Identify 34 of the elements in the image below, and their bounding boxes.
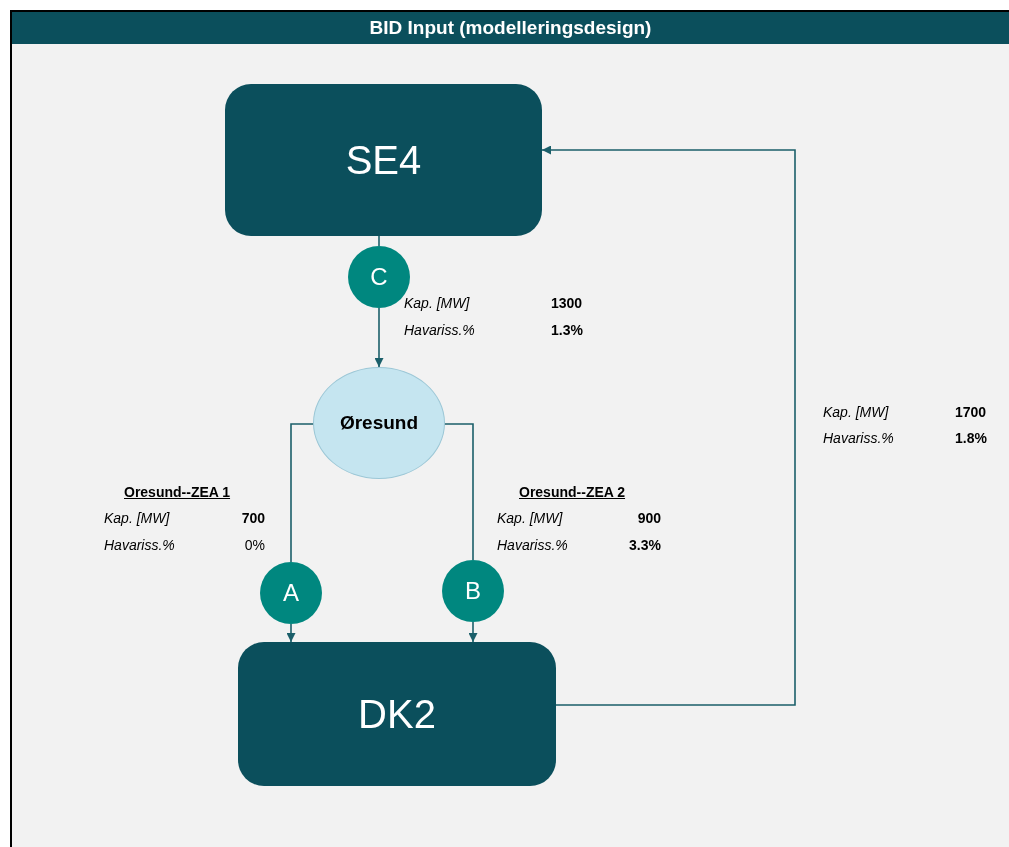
zone-box — [225, 84, 542, 236]
parameter-value: 700 — [240, 509, 265, 527]
node-label: Øresund — [339, 412, 419, 434]
parameter-value: 1.8% — [955, 429, 987, 447]
arrow — [286, 623, 296, 643]
connector-line — [378, 235, 380, 247]
parameter-value: 900 — [636, 509, 661, 527]
node-label: A — [283, 579, 299, 607]
connector-line — [290, 423, 315, 563]
link-heading: Oresund--ZEA 2 — [519, 483, 626, 501]
connector-line — [443, 423, 474, 561]
node-label: SE4 — [345, 137, 422, 183]
parameter-label: Kap. [MW] — [404, 294, 470, 312]
node-label: C — [370, 263, 388, 291]
arrow — [541, 145, 796, 706]
parameter-label: Havariss.% — [104, 536, 175, 554]
node-label: B — [465, 577, 481, 605]
parameter-value: 3.3% — [628, 536, 661, 554]
parameter-value: 0% — [243, 536, 265, 554]
parameter-value: 1300 — [551, 294, 583, 312]
link-heading: Oresund--ZEA 1 — [124, 483, 231, 501]
title-bar: BID Input (modelleringsdesign) — [12, 12, 1009, 44]
parameter-label: Havariss.% — [823, 429, 894, 447]
parameter-label: Kap. [MW] — [104, 509, 170, 527]
arrow — [374, 307, 384, 368]
node-label: DK2 — [358, 691, 436, 737]
parameter-value: 1.3% — [551, 321, 583, 339]
parameter-label: Havariss.% — [404, 321, 475, 339]
parameter-label: Havariss.% — [497, 536, 568, 554]
parameter-value: 1700 — [955, 403, 987, 421]
parameter-label: Kap. [MW] — [497, 509, 563, 527]
zone-box — [238, 642, 556, 786]
parameter-label: Kap. [MW] — [823, 403, 889, 421]
arrow — [468, 621, 478, 643]
